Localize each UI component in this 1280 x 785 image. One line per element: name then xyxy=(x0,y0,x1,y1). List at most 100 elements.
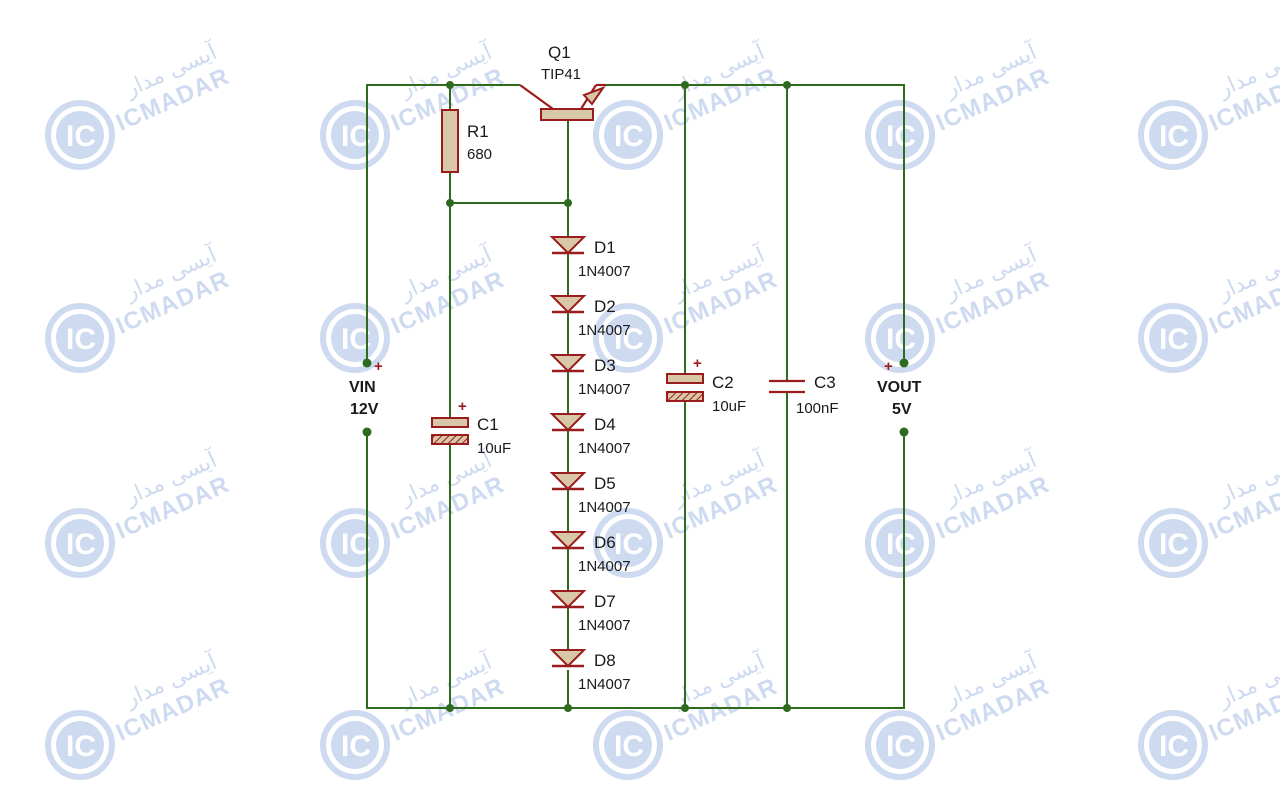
terminal-name-label: VOUT xyxy=(877,379,922,396)
diode-body xyxy=(549,354,587,373)
junction-dot xyxy=(681,704,689,712)
diode-value-label: 1N4007 xyxy=(578,558,631,575)
capacitor-c3[interactable]: C3 100nF xyxy=(769,373,839,417)
diode-value-label: 1N4007 xyxy=(578,263,631,280)
diode-name-label: D1 xyxy=(594,238,616,257)
junction-dot xyxy=(681,81,689,89)
watermark-ring xyxy=(1138,508,1208,578)
watermark-ring xyxy=(1138,303,1208,373)
watermark-logo: IC xyxy=(886,528,916,561)
watermark-disc xyxy=(56,519,104,567)
watermark-disc xyxy=(876,111,924,159)
capacitor-c1[interactable]: + C1 10uF xyxy=(431,398,511,457)
watermark-logo: IC xyxy=(66,730,96,763)
transistor-base-bar xyxy=(540,108,594,121)
watermark-disc xyxy=(876,721,924,769)
watermark-logo: IC xyxy=(1159,528,1189,561)
watermark-disc xyxy=(604,111,652,159)
capacitor-plate-negative xyxy=(431,434,469,445)
watermark-ring xyxy=(320,100,390,170)
watermark-disc xyxy=(1149,111,1197,159)
diode-name-label: D5 xyxy=(594,474,616,493)
wire-top-right xyxy=(596,84,905,363)
capacitor-plate-positive xyxy=(666,373,704,384)
diode-body xyxy=(549,590,587,609)
terminal-vout[interactable]: + VOUT 5V xyxy=(877,358,922,437)
watermark-disc xyxy=(56,721,104,769)
wire-top-left xyxy=(366,84,520,363)
terminal-pin-negative xyxy=(899,427,909,437)
watermark-disc xyxy=(604,721,652,769)
watermark-ring xyxy=(593,710,663,780)
capacitor-name-label: C2 xyxy=(712,373,734,392)
watermark-ring xyxy=(593,100,663,170)
terminal-pin-positive xyxy=(899,358,909,368)
terminal-vin[interactable]: + VIN 12V xyxy=(349,358,383,437)
polarity-plus: + xyxy=(458,398,467,415)
transistor-q1[interactable]: Q1 TIP41 xyxy=(519,43,606,121)
capacitor-c2[interactable]: + C2 10uF xyxy=(666,355,746,415)
junction-dot xyxy=(446,199,454,207)
resistor-r1[interactable]: R1 680 xyxy=(441,109,492,173)
terminal-pin-negative xyxy=(362,427,372,437)
watermark-ring xyxy=(320,710,390,780)
capacitor-value-label: 100nF xyxy=(796,400,839,417)
watermark-logo: IC xyxy=(66,323,96,356)
watermark-ring xyxy=(320,508,390,578)
watermark-ring xyxy=(45,100,115,170)
diode-value-label: 1N4007 xyxy=(578,676,631,693)
diode-4[interactable]: D4 1N4007 xyxy=(549,413,631,457)
diode-1[interactable]: D1 1N4007 xyxy=(549,236,631,280)
watermark-ring xyxy=(45,303,115,373)
diode-5[interactable]: D5 1N4007 xyxy=(549,472,631,516)
polarity-plus: + xyxy=(693,355,702,372)
watermark-logo: IC xyxy=(614,323,644,356)
capacitor-value-label: 10uF xyxy=(477,440,511,457)
watermark-logo: IC xyxy=(1159,120,1189,153)
watermark-disc xyxy=(604,314,652,362)
diode-body xyxy=(549,295,587,314)
watermark-disc xyxy=(876,519,924,567)
transistor-name-label: Q1 xyxy=(548,43,571,62)
diode-value-label: 1N4007 xyxy=(578,499,631,516)
junction-dot xyxy=(446,704,454,712)
junction-dot xyxy=(564,199,572,207)
diode-value-label: 1N4007 xyxy=(578,440,631,457)
watermark-logo: IC xyxy=(614,120,644,153)
watermark-logo: IC xyxy=(614,730,644,763)
watermark-ring xyxy=(593,508,663,578)
capacitor-plate-positive xyxy=(431,417,469,428)
wire-bottom xyxy=(366,432,905,709)
watermark-logo: IC xyxy=(66,528,96,561)
terminal-plus-mark: + xyxy=(374,358,383,375)
diode-name-label: D4 xyxy=(594,415,616,434)
